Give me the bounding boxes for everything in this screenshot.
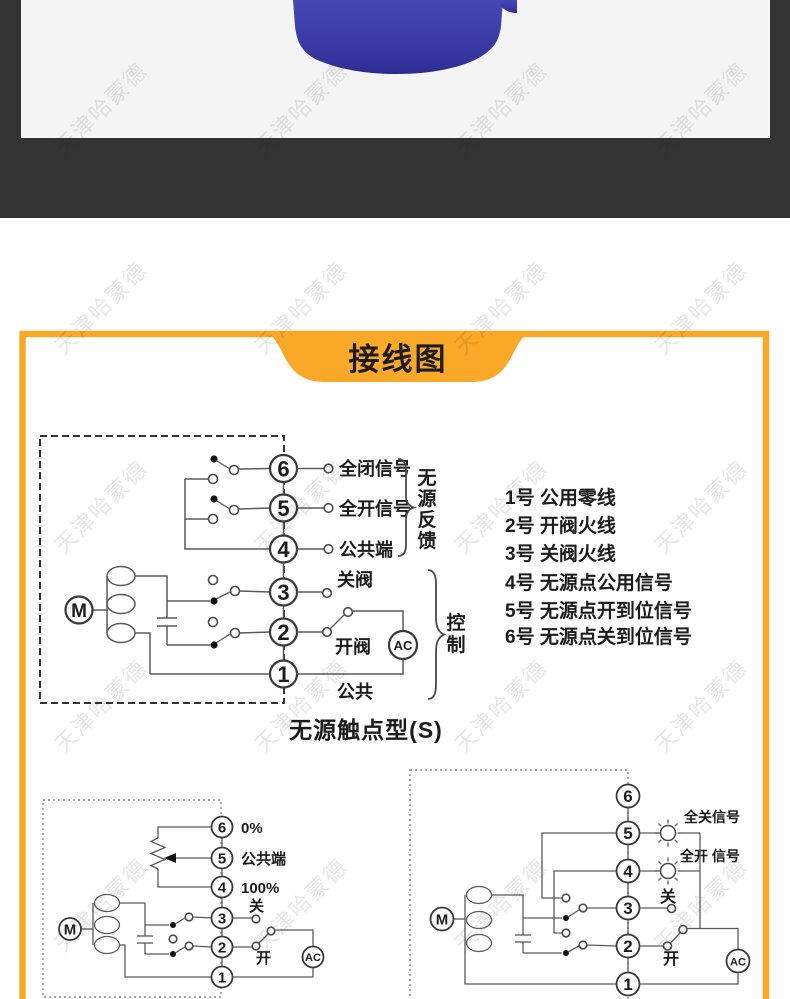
svg-text:制: 制 [446,633,465,656]
label-100-percent: 100% [241,880,279,897]
diagram-lamp-feedback: M 6 5 4 3 2 1 [409,769,751,999]
motor-symbol [58,917,82,941]
diagram-potentiometer: M 6 5 4 3 2 1 0% 公共端 100% [42,799,325,998]
label-full-open-signal: 全开信号 [338,498,411,519]
label-full-close-signal: 全闭信号 [338,458,411,479]
legend-item-2: 2号 开阀火线 [505,514,616,537]
svg-text:6: 6 [623,787,632,806]
terminal-6 [615,783,641,809]
terminal-1-number: 1 [277,662,289,687]
diagram-caption: 无源触点型(S) [289,717,443,743]
label-control: 控 制 [446,611,465,656]
label-open: 开 [663,950,679,968]
terminal-4-number: 4 [277,537,290,562]
terminal-2-number: 2 [277,620,289,645]
svg-text:4: 4 [623,862,633,881]
label-passive-feedback: 无 源 反 馈 [417,468,436,552]
actuator-image [293,0,517,74]
label-open-valve: 开阀 [335,636,371,657]
motor-label: M [64,922,77,939]
banner-tab [253,331,543,382]
svg-text:1: 1 [218,970,226,987]
terminal-6 [210,815,234,839]
diagram-passive-contact: M [39,435,466,704]
svg-text:馈: 馈 [417,529,436,552]
product-photo-section [0,0,790,218]
svg-text:控: 控 [446,611,465,634]
terminal-legend: 1号 公用零线 2号 开阀火线 3号 关阀火线 4号 无源点公用信号 5号 无源… [505,486,692,648]
enclosure-dotted-box [409,769,629,999]
svg-text:2: 2 [623,937,632,956]
wiper-arrow [164,853,176,863]
label-0-percent: 0% [241,820,263,837]
svg-text:无: 无 [417,468,436,489]
panel-border [19,330,770,999]
enclosure-dotted-box [42,799,222,998]
svg-text:3: 3 [623,899,632,918]
motor-symbol [64,595,94,625]
legend-item-5: 5号 无源点开到位信号 [505,599,692,622]
photo-area [21,0,770,138]
motor-label: M [71,601,87,622]
terminal-3-number: 3 [277,580,289,605]
feedback-brace [397,458,418,557]
lamp-full-close [639,819,700,847]
legend-item-3: 3号 关阀火线 [505,542,616,565]
label-close-valve: 关阀 [337,569,373,590]
terminal-6-number: 6 [277,457,289,482]
ac-label: AC [394,638,413,653]
svg-text:5: 5 [218,851,226,868]
label-open: 开 [256,950,271,967]
terminal-4 [210,875,234,899]
svg-text:3: 3 [218,911,226,928]
svg-text:2: 2 [218,940,226,957]
lamp-full-open [639,857,700,885]
label-close: 关 [249,897,264,915]
label-common-terminal: 公共端 [339,540,393,560]
motor-symbol [429,906,455,932]
banner-title: 接线图 [349,342,448,377]
legend-item-4: 4号 无源点公用信号 [505,571,673,594]
terminal-5-number: 5 [277,496,289,521]
potentiometer [149,837,167,870]
svg-text:反: 反 [417,509,436,531]
svg-text:4: 4 [218,880,227,897]
actuator-body [293,0,503,74]
legend-item-6: 6号 无源点关到位信号 [505,625,692,648]
label-close: 关 [660,887,676,906]
svg-text:1: 1 [623,975,632,994]
svg-text:6: 6 [218,820,226,837]
svg-text:AC: AC [305,952,321,964]
motor-label: M [436,912,449,929]
svg-text:5: 5 [623,824,632,843]
control-brace [427,569,447,700]
svg-text:源: 源 [417,487,436,510]
switch-contact-dot [210,455,218,463]
label-full-open-signal: 全开 信号 [679,848,740,864]
actuator-nub [500,0,517,13]
terminal-5 [210,846,234,870]
label-common: 公共 [337,682,373,702]
svg-text:AC: AC [730,957,746,969]
label-common-terminal: 公共端 [241,850,286,868]
legend-item-1: 1号 公用零线 [505,486,616,509]
label-full-close-signal: 全关信号 [683,809,740,825]
